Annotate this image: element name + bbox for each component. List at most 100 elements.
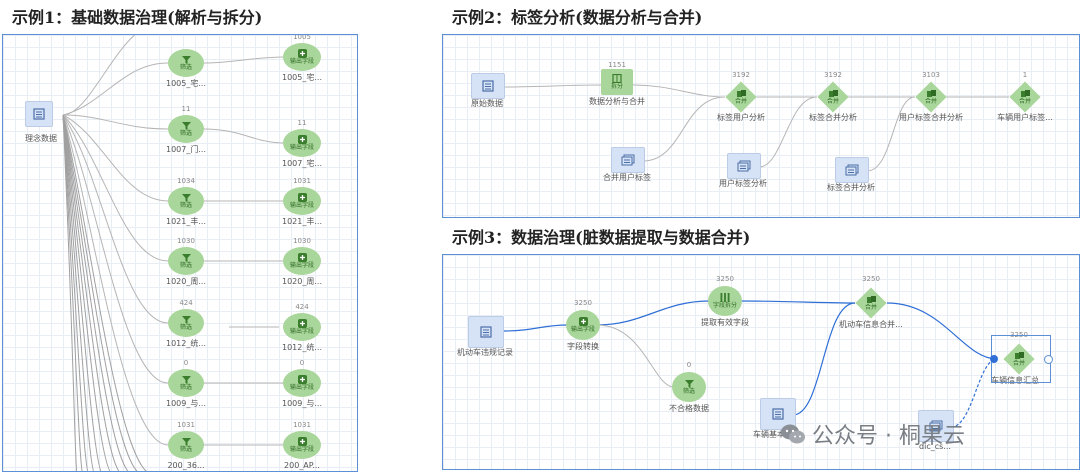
node-type: 筛选 [179, 63, 192, 71]
merge-content: 合并 [1008, 80, 1042, 114]
dataset-node[interactable] [918, 410, 954, 442]
output-node[interactable]: 输出字段 [283, 43, 321, 71]
node-type: 筛选 [682, 387, 695, 395]
edge [62, 114, 169, 130]
node-label: 用户标签分析 [719, 179, 767, 188]
edge [62, 114, 129, 471]
edge [502, 324, 568, 332]
dataset-node[interactable] [727, 153, 761, 179]
output-node[interactable]: 输出字段 [283, 187, 321, 215]
node-label: 数据分析与合并 [589, 97, 645, 106]
plus-icon [297, 437, 307, 446]
plus-icon [297, 375, 307, 384]
row-count: 424 [179, 299, 193, 307]
plus-icon [297, 193, 307, 202]
node-type: 筛选 [179, 445, 192, 453]
row-count: 1030 [177, 237, 195, 245]
row-count: 11 [181, 105, 191, 113]
edge [950, 358, 998, 428]
plus-icon [297, 135, 307, 144]
filter-node[interactable]: 筛选 [168, 49, 204, 77]
node-label: 1007_宅... [282, 159, 322, 168]
row-count: 1034 [177, 177, 195, 185]
split-node[interactable]: 拆分 [601, 69, 633, 95]
edge [62, 114, 169, 384]
table-icon [772, 408, 784, 420]
row-count: 0 [183, 359, 189, 367]
node-label: 1007_门... [166, 145, 206, 154]
filter-node[interactable]: 筛选 [168, 309, 204, 337]
edge [62, 35, 136, 116]
filter-icon [181, 437, 191, 446]
table-icon [33, 108, 45, 120]
table-icon [480, 326, 492, 338]
source-node[interactable] [25, 101, 53, 127]
row-count: 1031 [177, 421, 195, 429]
input-port[interactable] [990, 355, 998, 363]
node-label: 标签合并分析 [809, 113, 857, 122]
filter-icon [181, 121, 191, 130]
node-label: 200_AP... [284, 461, 320, 470]
filter-node[interactable]: 筛选 [168, 187, 204, 215]
merge-node[interactable]: 合并 [1008, 80, 1042, 114]
row-count: 3250 [574, 299, 592, 307]
dataset-node[interactable] [468, 316, 504, 348]
row-count: 1151 [608, 61, 626, 69]
output-node[interactable]: 输出字段 [283, 129, 321, 157]
node-type: 输出字段 [289, 262, 314, 269]
node-label: 提取有效字段 [701, 318, 749, 327]
output-node[interactable]: 输出字段 [283, 369, 321, 397]
merge-node[interactable]: 合并 [816, 80, 850, 114]
merge-node[interactable]: 合并 [853, 285, 889, 321]
edge [886, 302, 998, 360]
node-type: 筛选 [179, 383, 192, 391]
row-count: 1005 [293, 34, 311, 41]
edge [62, 62, 169, 116]
row-count: 3192 [824, 71, 842, 79]
filter-icon [684, 379, 694, 388]
node-type: 输出字段 [289, 58, 314, 65]
table-icon [482, 80, 494, 92]
edge [792, 302, 856, 416]
output-port[interactable] [1044, 355, 1053, 364]
node-label: 原始数据 [471, 99, 503, 108]
node-type: 合并 [826, 97, 839, 105]
row-count: 3103 [922, 71, 940, 79]
merge-node[interactable]: 合并 [724, 80, 758, 114]
dataset-node[interactable] [835, 157, 869, 183]
node-label: 1012_统... [282, 343, 322, 352]
merge-content: 合并 [724, 80, 758, 114]
edge [202, 56, 286, 64]
plus-icon [578, 317, 588, 326]
split-node[interactable]: 字段拆分 [708, 286, 742, 316]
node-type: 合并 [1018, 97, 1031, 105]
output-node[interactable]: 输出字段 [283, 313, 321, 341]
node-type: 输出字段 [289, 446, 314, 453]
field-node[interactable]: 输出字段 [566, 310, 600, 340]
filter-node[interactable]: 筛选 [168, 369, 204, 397]
node-label: 合并用户标签 [603, 173, 651, 182]
output-node[interactable]: 输出字段 [283, 247, 321, 275]
edge [202, 128, 286, 144]
dataset-node[interactable] [611, 147, 645, 173]
filter-node[interactable]: 筛选 [168, 247, 204, 275]
row-count: 1030 [293, 237, 311, 245]
edge [758, 96, 818, 168]
filter-icon [181, 315, 191, 324]
node-label: 200_36... [167, 461, 205, 470]
filter-node[interactable]: 筛选 [672, 372, 706, 402]
wechat-icon [781, 424, 805, 444]
dataset-node[interactable] [471, 73, 505, 99]
filter-node[interactable]: 筛选 [168, 115, 204, 143]
merge-node[interactable]: 合并 [914, 80, 948, 114]
node-type: 合并 [734, 97, 747, 105]
node-label: 车辆信息汇总... [991, 376, 1047, 385]
node-label: 机动车信息合并... [839, 320, 903, 329]
merge-node[interactable]: 合并 [1001, 341, 1037, 377]
output-node[interactable]: 输出字段 [283, 431, 321, 459]
filter-node[interactable]: 筛选 [168, 431, 204, 459]
merge-content: 合并 [816, 80, 850, 114]
